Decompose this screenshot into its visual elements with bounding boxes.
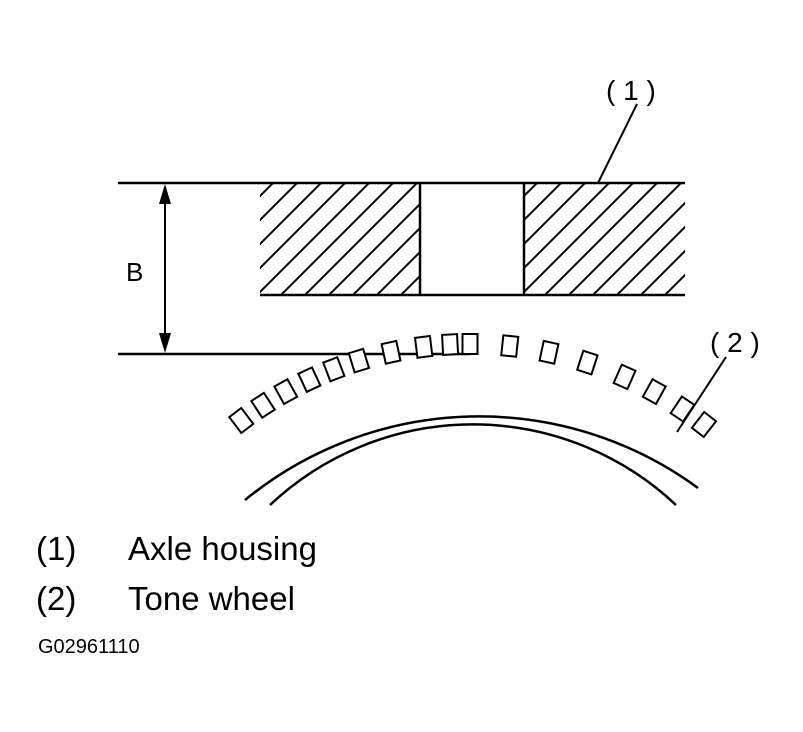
figure-id: G02961110 — [38, 636, 140, 658]
dimension-arrow-bottom — [159, 333, 171, 353]
tone-wheel-tooth — [575, 349, 599, 376]
callout-label-1: ( 1 ) — [606, 75, 656, 106]
callout-tone-wheel: ( 2 ) — [676, 327, 760, 433]
callout-label-2: ( 2 ) — [710, 327, 760, 358]
tone-wheel-tooth — [641, 377, 668, 406]
tone-wheel-tooth — [249, 391, 277, 420]
callout-axle-housing: ( 1 ) — [597, 75, 656, 184]
legend: (1) Axle housing (2) Tone wheel — [36, 524, 317, 624]
tone-wheel-tooth — [612, 363, 637, 391]
legend-item-1: (1) Axle housing — [36, 524, 317, 574]
housing-hatch-left — [260, 183, 420, 295]
axle-tone-wheel-diagram: B ( 1 ) ( 2 ) — [118, 75, 760, 506]
legend-number: (2) — [36, 580, 77, 617]
tone-wheel-tooth — [500, 334, 520, 358]
tone-wheel-tooth — [347, 347, 371, 374]
leader-line-1 — [597, 103, 638, 184]
tone-wheel-outer-arc — [244, 415, 699, 501]
tone-wheel-tooth — [413, 334, 434, 359]
dimension-b: B — [126, 184, 171, 353]
tone-wheel-tooth — [321, 355, 346, 383]
tone-wheel — [227, 333, 718, 506]
legend-text: Axle housing — [128, 530, 317, 567]
tone-wheel-tooth — [441, 333, 460, 356]
tone-wheel-teeth — [227, 333, 718, 439]
tone-wheel-tooth — [227, 406, 255, 435]
housing-hatch-right — [524, 183, 685, 295]
legend-number: (1) — [36, 530, 77, 567]
leader-line-2 — [676, 356, 727, 433]
axle-housing — [118, 181, 685, 297]
dimension-label: B — [126, 257, 143, 287]
legend-text: Tone wheel — [128, 580, 295, 617]
tone-wheel-tooth — [461, 333, 479, 355]
tone-wheel-tooth — [538, 339, 560, 365]
tone-wheel-tooth — [297, 366, 322, 394]
tone-wheel-tooth — [380, 339, 402, 365]
tone-wheel-tooth — [690, 410, 718, 439]
tone-wheel-inner-arc — [269, 423, 677, 506]
tone-wheel-tooth — [669, 395, 696, 423]
dimension-arrow-top — [159, 184, 171, 204]
legend-item-2: (2) Tone wheel — [36, 574, 317, 624]
tone-wheel-tooth — [272, 377, 299, 406]
